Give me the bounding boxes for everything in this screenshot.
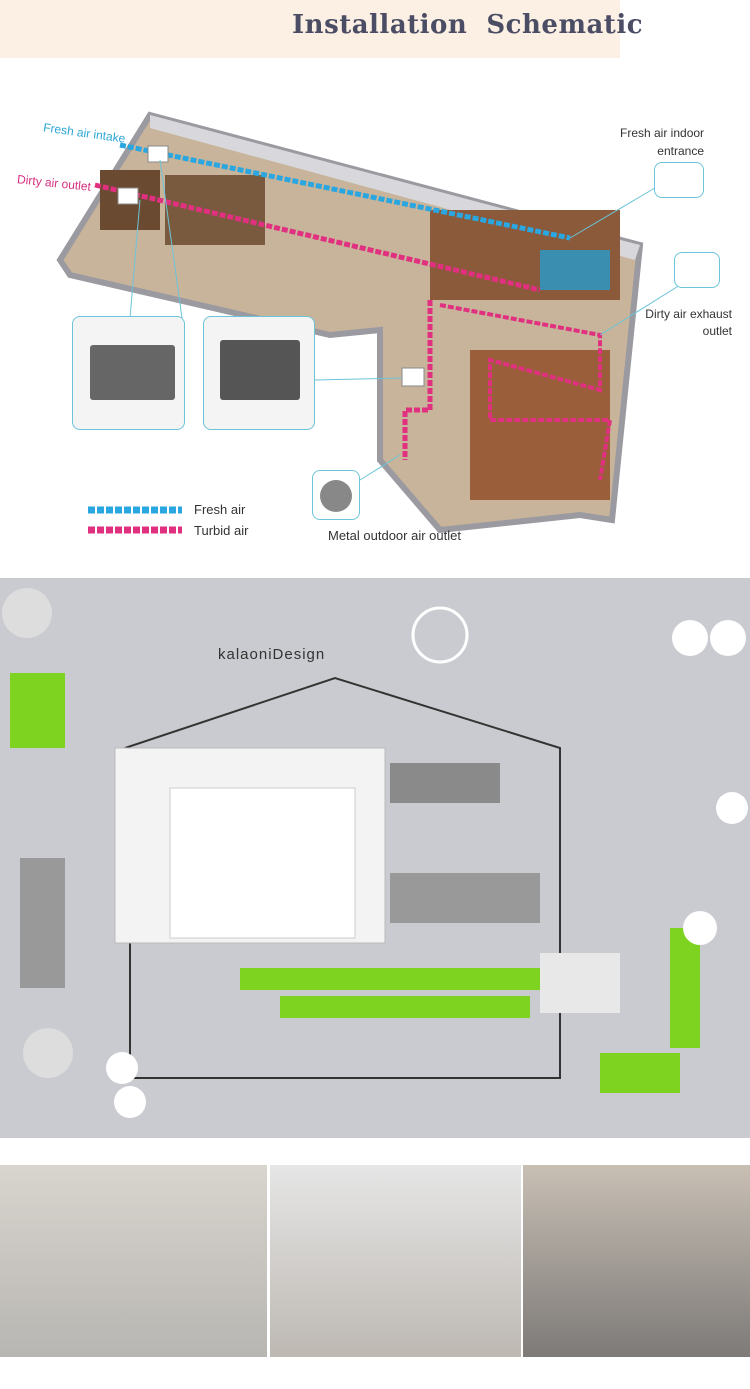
ventilator-unit	[401, 367, 425, 387]
dirty-air-unit	[117, 187, 139, 205]
label-line: Fresh air indoor	[620, 126, 705, 140]
green-duct	[10, 673, 65, 748]
fan-unit-image	[90, 345, 175, 400]
brand-name: kalaoniDesign	[218, 646, 326, 663]
label-metal-outdoor-air-outlet: Metal outdoor air outlet	[328, 528, 461, 543]
outdoor-vent	[2, 588, 52, 638]
ventilator-panel	[169, 787, 356, 939]
leader-line	[569, 184, 661, 239]
fresh-air-unit	[147, 145, 169, 163]
label-line: outlet	[702, 324, 732, 338]
leader-line	[129, 199, 141, 319]
label-line: Dirty air exhaust	[645, 307, 732, 321]
exhaust-outlet-callout	[674, 252, 720, 288]
green-duct	[240, 968, 540, 990]
pool-table	[540, 250, 610, 290]
air-diffuser	[683, 911, 717, 945]
house-outline	[124, 676, 561, 1079]
ceiling-photo-2	[270, 1165, 521, 1357]
green-duct	[670, 928, 700, 1048]
turbid-air-duct	[94, 182, 541, 293]
leader-line	[314, 377, 403, 381]
indoor-entrance-callout	[654, 162, 704, 198]
metal-outlet-image	[320, 480, 352, 512]
room-gym	[470, 350, 610, 500]
legend-turbid-air: Turbid air	[194, 523, 249, 538]
grey-flex-duct	[390, 873, 540, 923]
label-line: entrance	[657, 144, 704, 158]
turbid-air-duct-branch	[402, 300, 433, 460]
grey-elbow-duct	[20, 858, 65, 988]
air-diffuser	[114, 1086, 146, 1118]
leader-line	[359, 454, 401, 481]
clock-icon	[411, 606, 469, 664]
installation-photo	[0, 578, 750, 1138]
duct-layout-illustration	[2, 588, 748, 1118]
ceiling-photo-3	[523, 1165, 750, 1357]
air-diffuser	[106, 1052, 138, 1084]
fan-unit-image	[220, 340, 300, 400]
room-rug	[165, 175, 265, 245]
leader-line	[599, 284, 681, 336]
label-fresh-air-indoor-entrance: Fresh air indoor entrance	[620, 124, 704, 160]
header-banner	[0, 0, 620, 58]
green-duct	[280, 996, 530, 1018]
page-title: Installation Schematic	[292, 10, 644, 40]
air-diffuser	[672, 620, 708, 656]
ceiling-photo-1	[0, 1165, 267, 1357]
distribution-box	[540, 953, 620, 1013]
floorplan-diagram	[56, 111, 681, 534]
air-diffuser	[716, 792, 748, 824]
leader-line	[159, 159, 183, 319]
green-duct	[600, 1053, 680, 1093]
legend-fresh-air: Fresh air	[194, 502, 246, 517]
outdoor-vent	[23, 1028, 73, 1078]
air-diffuser	[710, 620, 746, 656]
fresh-air-duct	[119, 142, 571, 241]
label-dirty-air-exhaust-outlet: Dirty air exhaust outlet	[640, 306, 732, 340]
grey-flex-duct	[390, 763, 500, 803]
